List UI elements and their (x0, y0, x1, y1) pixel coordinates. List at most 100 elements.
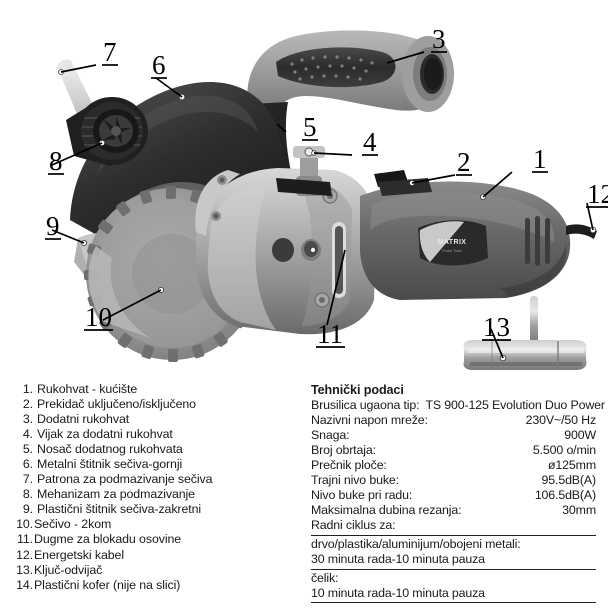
parts-list-item-number: 5. (22, 442, 33, 457)
spec-key: Broj obrtaja: (311, 443, 376, 458)
parts-list-item: 7. Patrona za podmazivanje sečiva (13, 472, 299, 487)
spec-value: TS 900-125 Evolution Duo Power (425, 398, 605, 412)
parts-list-item-label: Ključ-odvijač (34, 562, 103, 577)
parts-list-item-label: Vijak za dodatni rukohvat (37, 427, 173, 442)
callout-layer (45, 51, 608, 359)
callout-number: 12 (587, 179, 608, 209)
parts-list-item-label: Metalni štitnik sečiva-gornji (37, 457, 183, 472)
callout-number: 5 (303, 112, 317, 142)
callout-number: 1 (533, 144, 547, 174)
spec-value: 900W (564, 428, 596, 443)
callout-leader-line (155, 77, 183, 98)
parts-list-item-number: 1. (22, 382, 33, 396)
callout-number: 2 (457, 147, 471, 177)
parts-list-item-number: 10. (16, 517, 33, 532)
spec-value: ø125mm (548, 458, 596, 473)
spec-row: Nazivni napon mreže:230V~/50 Hz (311, 413, 596, 428)
parts-list-item-label: Plastični štitnik sečiva-zakretni (37, 502, 202, 517)
spec-row: Snaga:900W (311, 428, 596, 443)
parts-list-item-number: 13. (16, 562, 33, 577)
callout-number: 11 (317, 319, 343, 349)
parts-list-item-number: 12. (16, 547, 33, 562)
svg-text:Power Tools: Power Tools (442, 249, 462, 253)
callout-leader-line (386, 51, 425, 64)
brand-badge: MATRIX Power Tools (418, 220, 488, 266)
parts-list-item: 8. Mehanizam za podmazivanje (13, 487, 299, 502)
spec-value: 95.5dB(A) (541, 473, 597, 488)
parts-list-item: 5. Nosač dodatnog rukohvata (13, 442, 299, 457)
main-body-housing: MATRIX Power Tools (360, 170, 571, 300)
parts-list-item-number: 7. (22, 472, 33, 487)
blade-bolt (276, 146, 332, 196)
parts-list-item-label: Dugme za blokadu osovine (34, 532, 182, 547)
lubrication-mechanism (66, 97, 148, 166)
parts-list-item: 13.Ključ-odvijač (13, 563, 299, 578)
specs-title: Tehnički podaci (311, 383, 404, 397)
parts-list-item: 2. Prekidač uključeno/isključeno (13, 397, 299, 412)
callout-leader-line (411, 174, 456, 184)
parts-list-item-label: Dodatni rukohvat (37, 412, 130, 427)
spec-key: Prečnik ploče: (311, 458, 387, 473)
parts-list-item-label: Patrona za podmazivanje sečiva (37, 472, 213, 487)
spec-key: Maksimalna dubina rezanja: (311, 503, 462, 518)
parts-list-item: 4. Vijak za dodatni rukohvat (13, 427, 299, 442)
spec-divider (311, 534, 596, 536)
parts-list-item-label: Nosač dodatnog rukohvata (37, 442, 183, 457)
spec-row: Nivo buke pri radu: 106.5dB(A) (311, 488, 596, 503)
callout-number: 10 (85, 302, 112, 332)
callout-number: 6 (152, 50, 166, 80)
spec-row: Prečnik ploče: ø125mm (311, 458, 596, 473)
spec-divider (311, 602, 596, 604)
spec-row: Trajni nivo buke: 95.5dB(A) (311, 473, 596, 488)
parts-list-item-label: Energetski kabel (34, 547, 125, 562)
callout-number: 4 (363, 127, 377, 157)
spec-row: Broj obrtaja: 5.500 o/min (311, 443, 596, 458)
parts-list-item-number: 6. (22, 457, 33, 472)
parts-list-item-number: 9. (22, 502, 33, 517)
parts-list-item-number: 2. (22, 397, 33, 412)
spec-row: Brusilica ugaona tip:TS 900-125 Evolutio… (311, 398, 605, 413)
technical-data-table: Tehnički podaci Brusilica ugaona tip:TS … (311, 382, 605, 604)
parts-list-item-label: Prekidač uključeno/isključeno (37, 397, 196, 412)
parts-list-item: 12.Energetski kabel (13, 548, 299, 563)
callout-number: 13 (483, 312, 510, 342)
callout-leader-line (490, 328, 504, 359)
parts-list-item-label: Sečivo - 2kom (34, 517, 112, 532)
parts-list-item: 9. Plastični štitnik sečiva-zakretni (13, 502, 299, 517)
callout-number: 9 (46, 211, 60, 241)
duty-cycle-timing: 10 minuta rada-10 minuta pauza (311, 585, 485, 600)
parts-list-item-number: 3. (22, 412, 33, 427)
spec-value: 5.500 o/min (532, 443, 596, 458)
spec-value: 30mm (562, 503, 596, 518)
spec-value: 106.5dB(A) (534, 488, 596, 503)
callout-leader-line (51, 142, 103, 166)
duty-cycle-material: čelik: (311, 570, 339, 585)
callout-leader-line (60, 64, 97, 73)
spec-key: Nivo buke pri radu: (311, 488, 413, 503)
parts-list-item-number: 14. (16, 577, 33, 592)
wrench-screwdriver (463, 296, 587, 370)
parts-list-item-number: 4. (22, 427, 33, 442)
callout-number: 7 (103, 37, 117, 67)
svg-text:MATRIX: MATRIX (438, 239, 467, 246)
spec-key: Nazivni napon mreže: (311, 413, 428, 428)
callout-number: 3 (432, 24, 446, 54)
spec-divider (311, 568, 596, 570)
parts-list-item: 11.Dugme za blokadu osovine (13, 532, 299, 547)
parts-list-item-label: Mehanizam za podmazivanje (37, 487, 195, 502)
gearbox-housing (195, 168, 376, 335)
parts-list-item: 10.Sečivo - 2kom (13, 517, 299, 532)
power-switch (374, 170, 432, 196)
parts-list-item-label: Plastični kofer (nije na slici) (34, 577, 181, 592)
duty-cycle-material: drvo/plastika/aluminijum/obojeni metali: (311, 536, 521, 551)
callout-leader-line (326, 249, 346, 326)
spec-key: Trajni nivo buke: (311, 473, 399, 488)
parts-list-item-number: 8. (22, 487, 33, 502)
callout-leader-line (102, 289, 162, 321)
parts-list-item: 14.Plastični kofer (nije na slici) (13, 578, 299, 593)
